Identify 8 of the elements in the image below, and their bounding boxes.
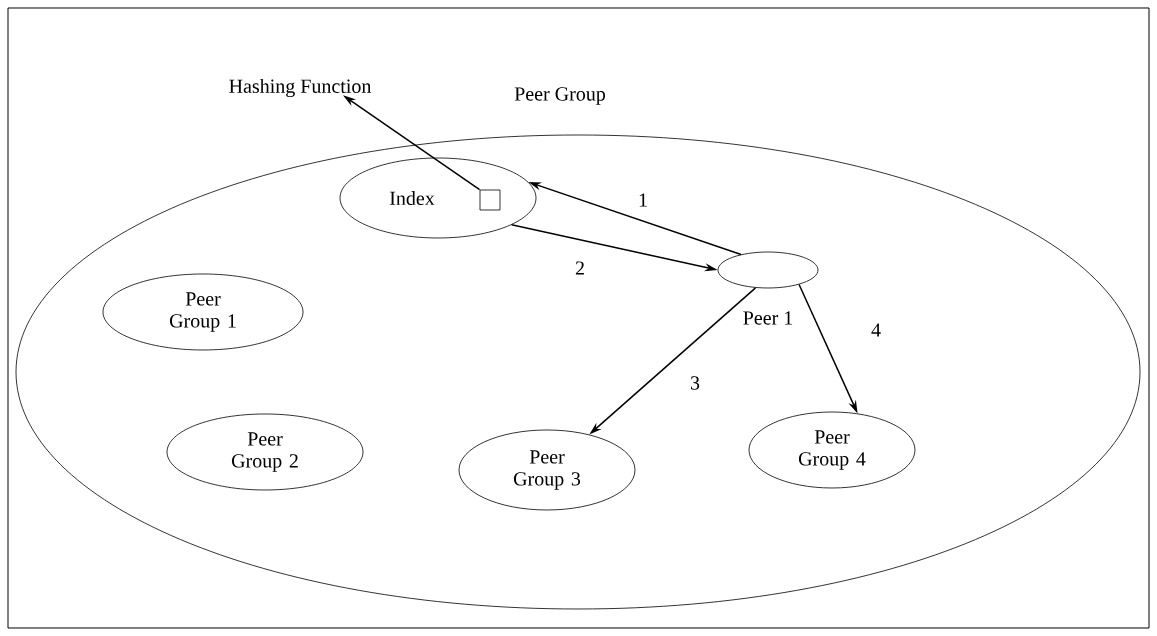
edge-label: 1 [637, 192, 649, 208]
edge-label: 3 [689, 375, 701, 391]
edge-label: 2 [574, 260, 586, 276]
label-text: Hashing Function [229, 78, 372, 98]
square-symbol [479, 189, 501, 211]
node-label: Peer Group [514, 87, 606, 105]
node-label: Peer 1 [743, 311, 793, 325]
edge-label: 4 [870, 322, 882, 338]
